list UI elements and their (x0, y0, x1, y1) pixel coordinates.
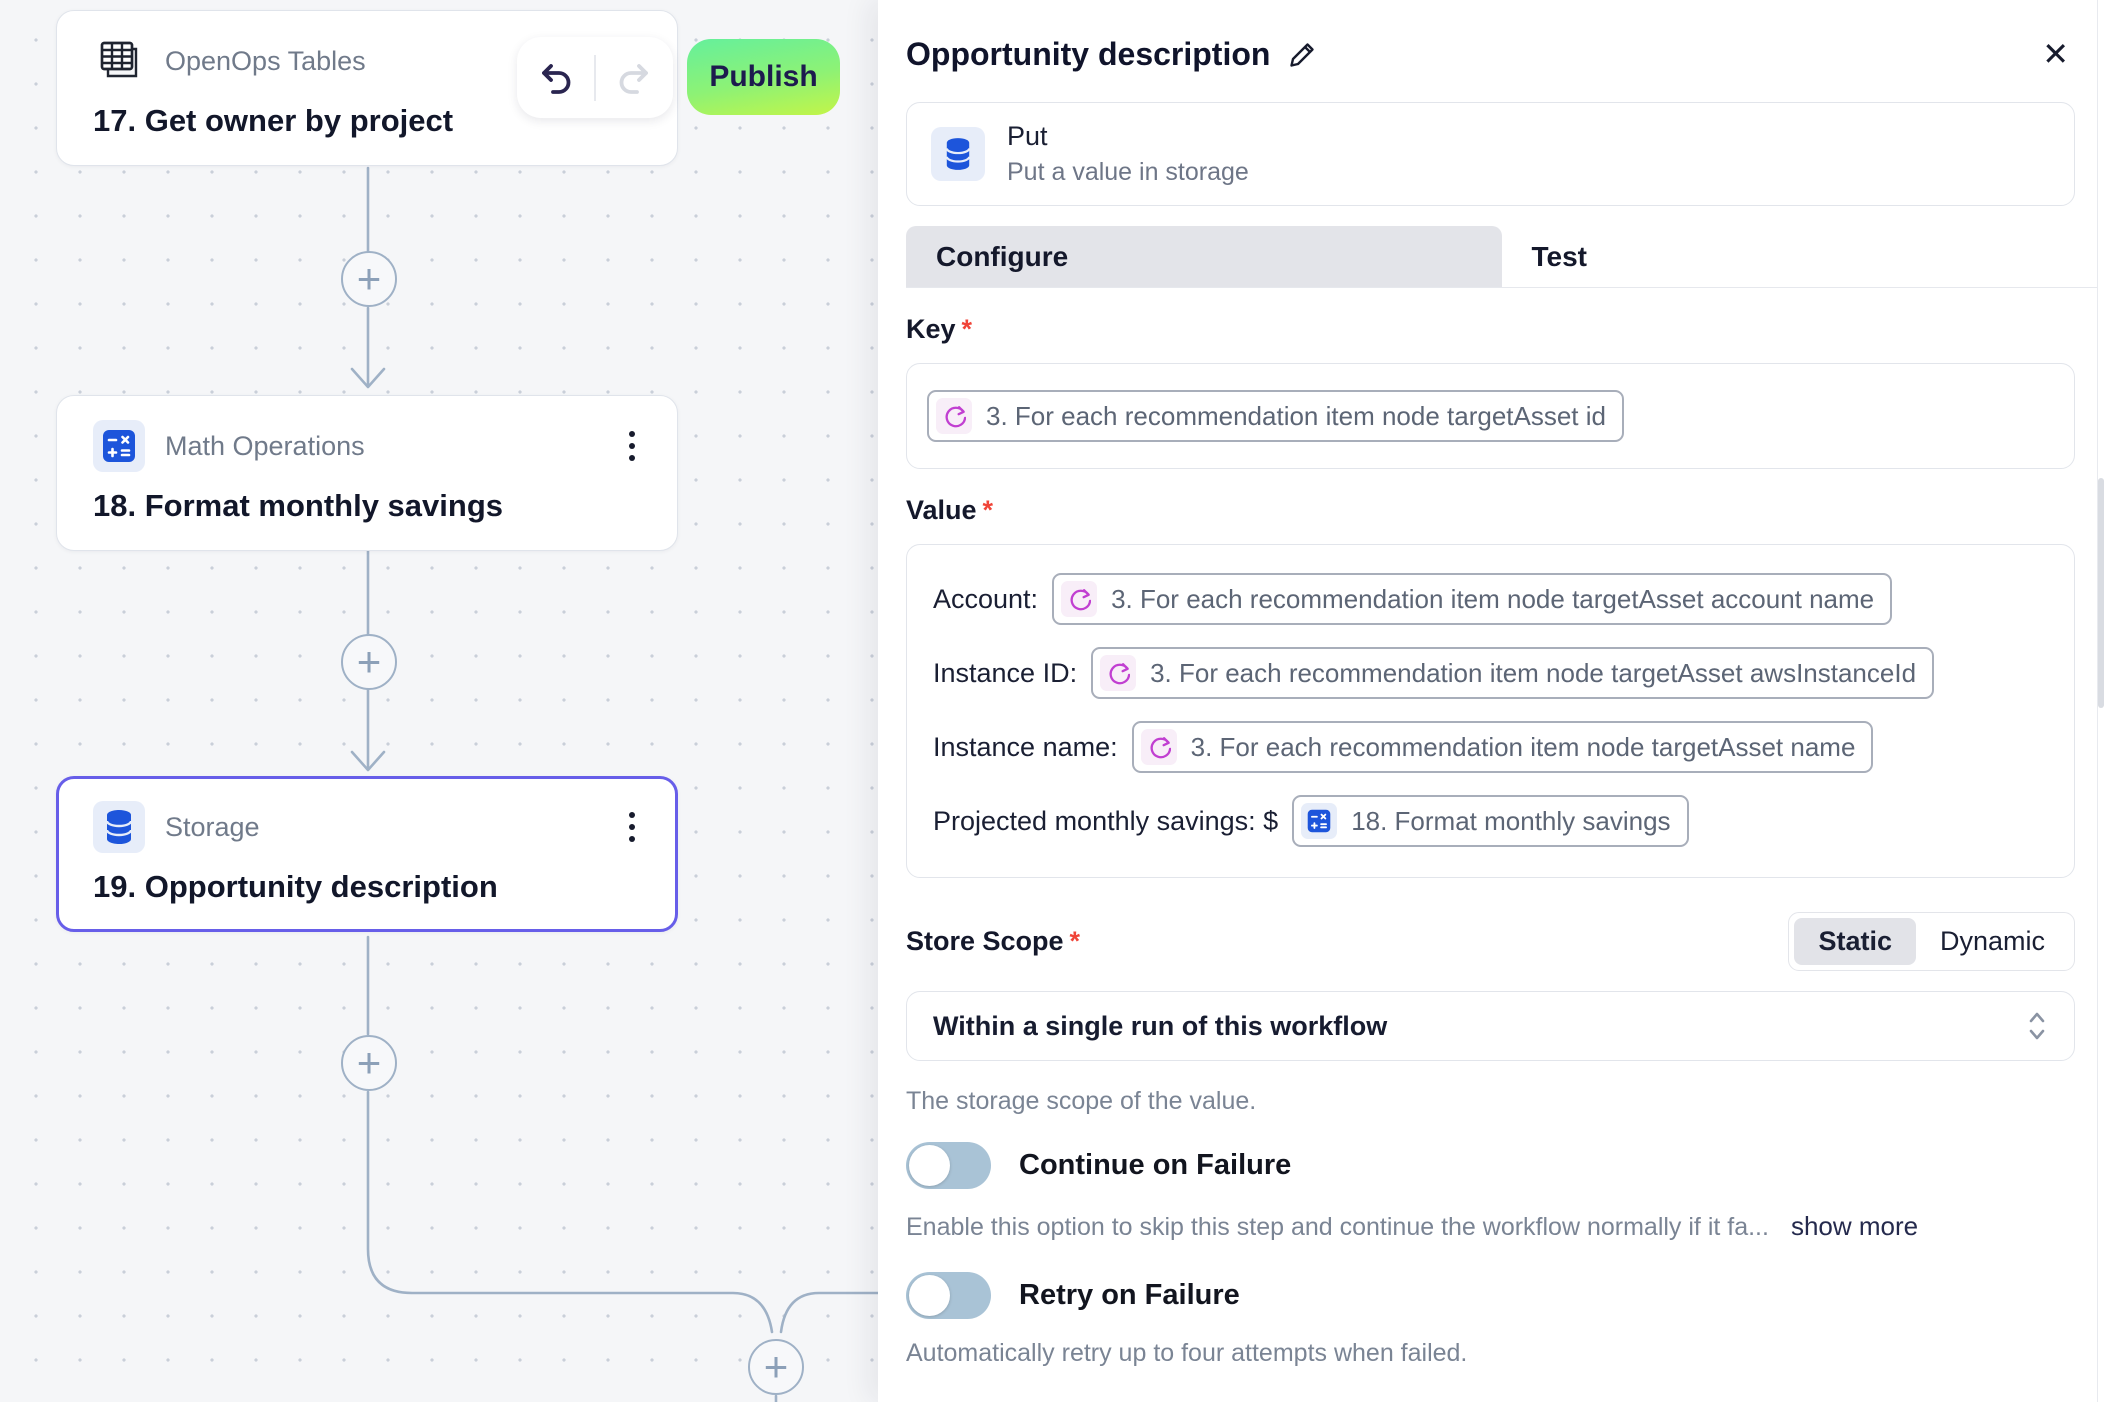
panel-title: Opportunity description (906, 35, 1271, 72)
required-asterisk: * (1069, 926, 1081, 956)
value-field-label: Value* (906, 495, 994, 525)
add-step-button[interactable]: + (748, 1339, 804, 1395)
static-dynamic-switcher: Static Dynamic (1788, 912, 2075, 971)
value-row-savings: Projected monthly savings: $ 18. (933, 795, 2048, 847)
token-text: 3. For each recommendation item node tar… (1190, 731, 1856, 762)
value-instance-name-token[interactable]: 3. For each recommendation item node tar… (1131, 721, 1874, 773)
key-field-label: Key* (906, 314, 973, 344)
loop-step-icon (1061, 581, 1098, 617)
step-settings-panel: Opportunity description ✕ (878, 0, 2105, 1402)
action-name: Put (1007, 121, 1048, 151)
panel-scrollbar-thumb[interactable] (2098, 478, 2104, 708)
retry-on-failure-help: Automatically retry up to four attempts … (906, 1339, 1468, 1367)
step-node-format-savings[interactable]: Math Operations 18. Format monthly savin… (56, 395, 678, 551)
node-title: 19. Opportunity description (93, 869, 498, 904)
continue-on-failure-toggle[interactable] (906, 1142, 991, 1189)
dynamic-option[interactable]: Dynamic (1939, 926, 2045, 956)
store-scope-label: Store Scope* (906, 926, 1081, 956)
retry-on-failure-label: Retry on Failure (1019, 1279, 1240, 1311)
storage-put-icon (931, 127, 985, 181)
store-scope-select[interactable]: Within a single run of this workflow (906, 991, 2075, 1061)
value-input[interactable]: Account: 3. For each recommendation item… (906, 544, 2075, 878)
value-row-instance-id: Instance ID: 3. For each recommendation … (933, 647, 2048, 699)
continue-on-failure-label: Continue on Failure (1019, 1149, 1292, 1181)
redo-button[interactable] (596, 37, 673, 118)
continue-on-failure-help: Enable this option to skip this step and… (906, 1213, 1769, 1241)
node-app-label: Storage (165, 811, 260, 842)
key-input[interactable]: 3. For each recommendation item node tar… (906, 363, 2075, 469)
action-description: Put a value in storage (1007, 158, 1249, 186)
key-token[interactable]: 3. For each recommendation item node tar… (927, 390, 1624, 442)
close-panel-button[interactable]: ✕ (2042, 36, 2069, 72)
tab-configure[interactable]: Configure (906, 226, 1502, 287)
tab-test[interactable]: Test (1531, 240, 1588, 272)
required-asterisk: * (982, 495, 994, 525)
value-row-prefix: Instance ID: (933, 657, 1078, 688)
show-more-link[interactable]: show more (1790, 1211, 1919, 1241)
panel-scrollbar-track (2097, 0, 2098, 1402)
value-savings-token[interactable]: 18. Format monthly savings (1292, 795, 1689, 847)
node-menu-button[interactable] (619, 427, 645, 465)
store-scope-help: The storage scope of the value. (906, 1087, 1257, 1115)
value-row-instance-name: Instance name: 3. For each recommendatio… (933, 721, 2048, 773)
loop-step-icon (1140, 729, 1177, 765)
value-row-account: Account: 3. For each recommendation item… (933, 573, 2048, 625)
retry-on-failure-toggle[interactable] (906, 1272, 991, 1319)
static-option[interactable]: Static (1794, 918, 1916, 965)
value-instance-id-token[interactable]: 3. For each recommendation item node tar… (1091, 647, 1935, 699)
token-text: 3. For each recommendation item node tar… (1150, 657, 1917, 688)
loop-step-icon (936, 398, 972, 434)
action-summary-card: Put Put a value in storage (906, 102, 2075, 206)
value-account-token[interactable]: 3. For each recommendation item node tar… (1052, 573, 1893, 625)
storage-icon (93, 801, 145, 853)
undo-button[interactable] (517, 37, 594, 118)
loop-step-icon (1100, 655, 1137, 691)
add-step-button[interactable]: + (341, 634, 397, 690)
add-step-button[interactable]: + (341, 251, 397, 307)
node-title: 18. Format monthly savings (93, 488, 503, 523)
toolbar-divider (594, 54, 596, 101)
required-asterisk: * (961, 314, 973, 344)
node-app-label: Math Operations (165, 430, 365, 461)
panel-tabs: Configure Test (906, 226, 2097, 288)
workflow-canvas[interactable]: + + + + OpenOps Tables 17. Get owner by … (0, 0, 878, 1402)
node-menu-button[interactable] (619, 808, 645, 846)
token-text: 18. Format monthly savings (1351, 805, 1671, 836)
token-text: 3. For each recommendation item node tar… (1111, 583, 1875, 614)
token-text: 3. For each recommendation item node tar… (986, 400, 1606, 431)
node-title: 17. Get owner by project (93, 103, 454, 138)
math-step-icon (1301, 803, 1338, 839)
value-row-prefix: Account: (933, 583, 1039, 614)
value-row-prefix: Instance name: (933, 731, 1118, 762)
math-operations-icon (93, 420, 145, 472)
step-node-opportunity-description[interactable]: Storage 19. Opportunity description (56, 776, 678, 932)
publish-button[interactable]: Publish (687, 39, 840, 115)
flow-connector-lines (350, 166, 878, 1402)
value-row-prefix: Projected monthly savings: $ (933, 805, 1279, 836)
store-scope-selected-value: Within a single run of this workflow (933, 1010, 1388, 1041)
undo-redo-toolbar (517, 37, 673, 118)
chevron-up-down-icon (2026, 1010, 2048, 1042)
node-app-label: OpenOps Tables (165, 45, 366, 76)
openops-tables-icon (93, 35, 145, 87)
edit-title-icon[interactable] (1288, 39, 1318, 69)
add-step-button[interactable]: + (341, 1035, 397, 1091)
